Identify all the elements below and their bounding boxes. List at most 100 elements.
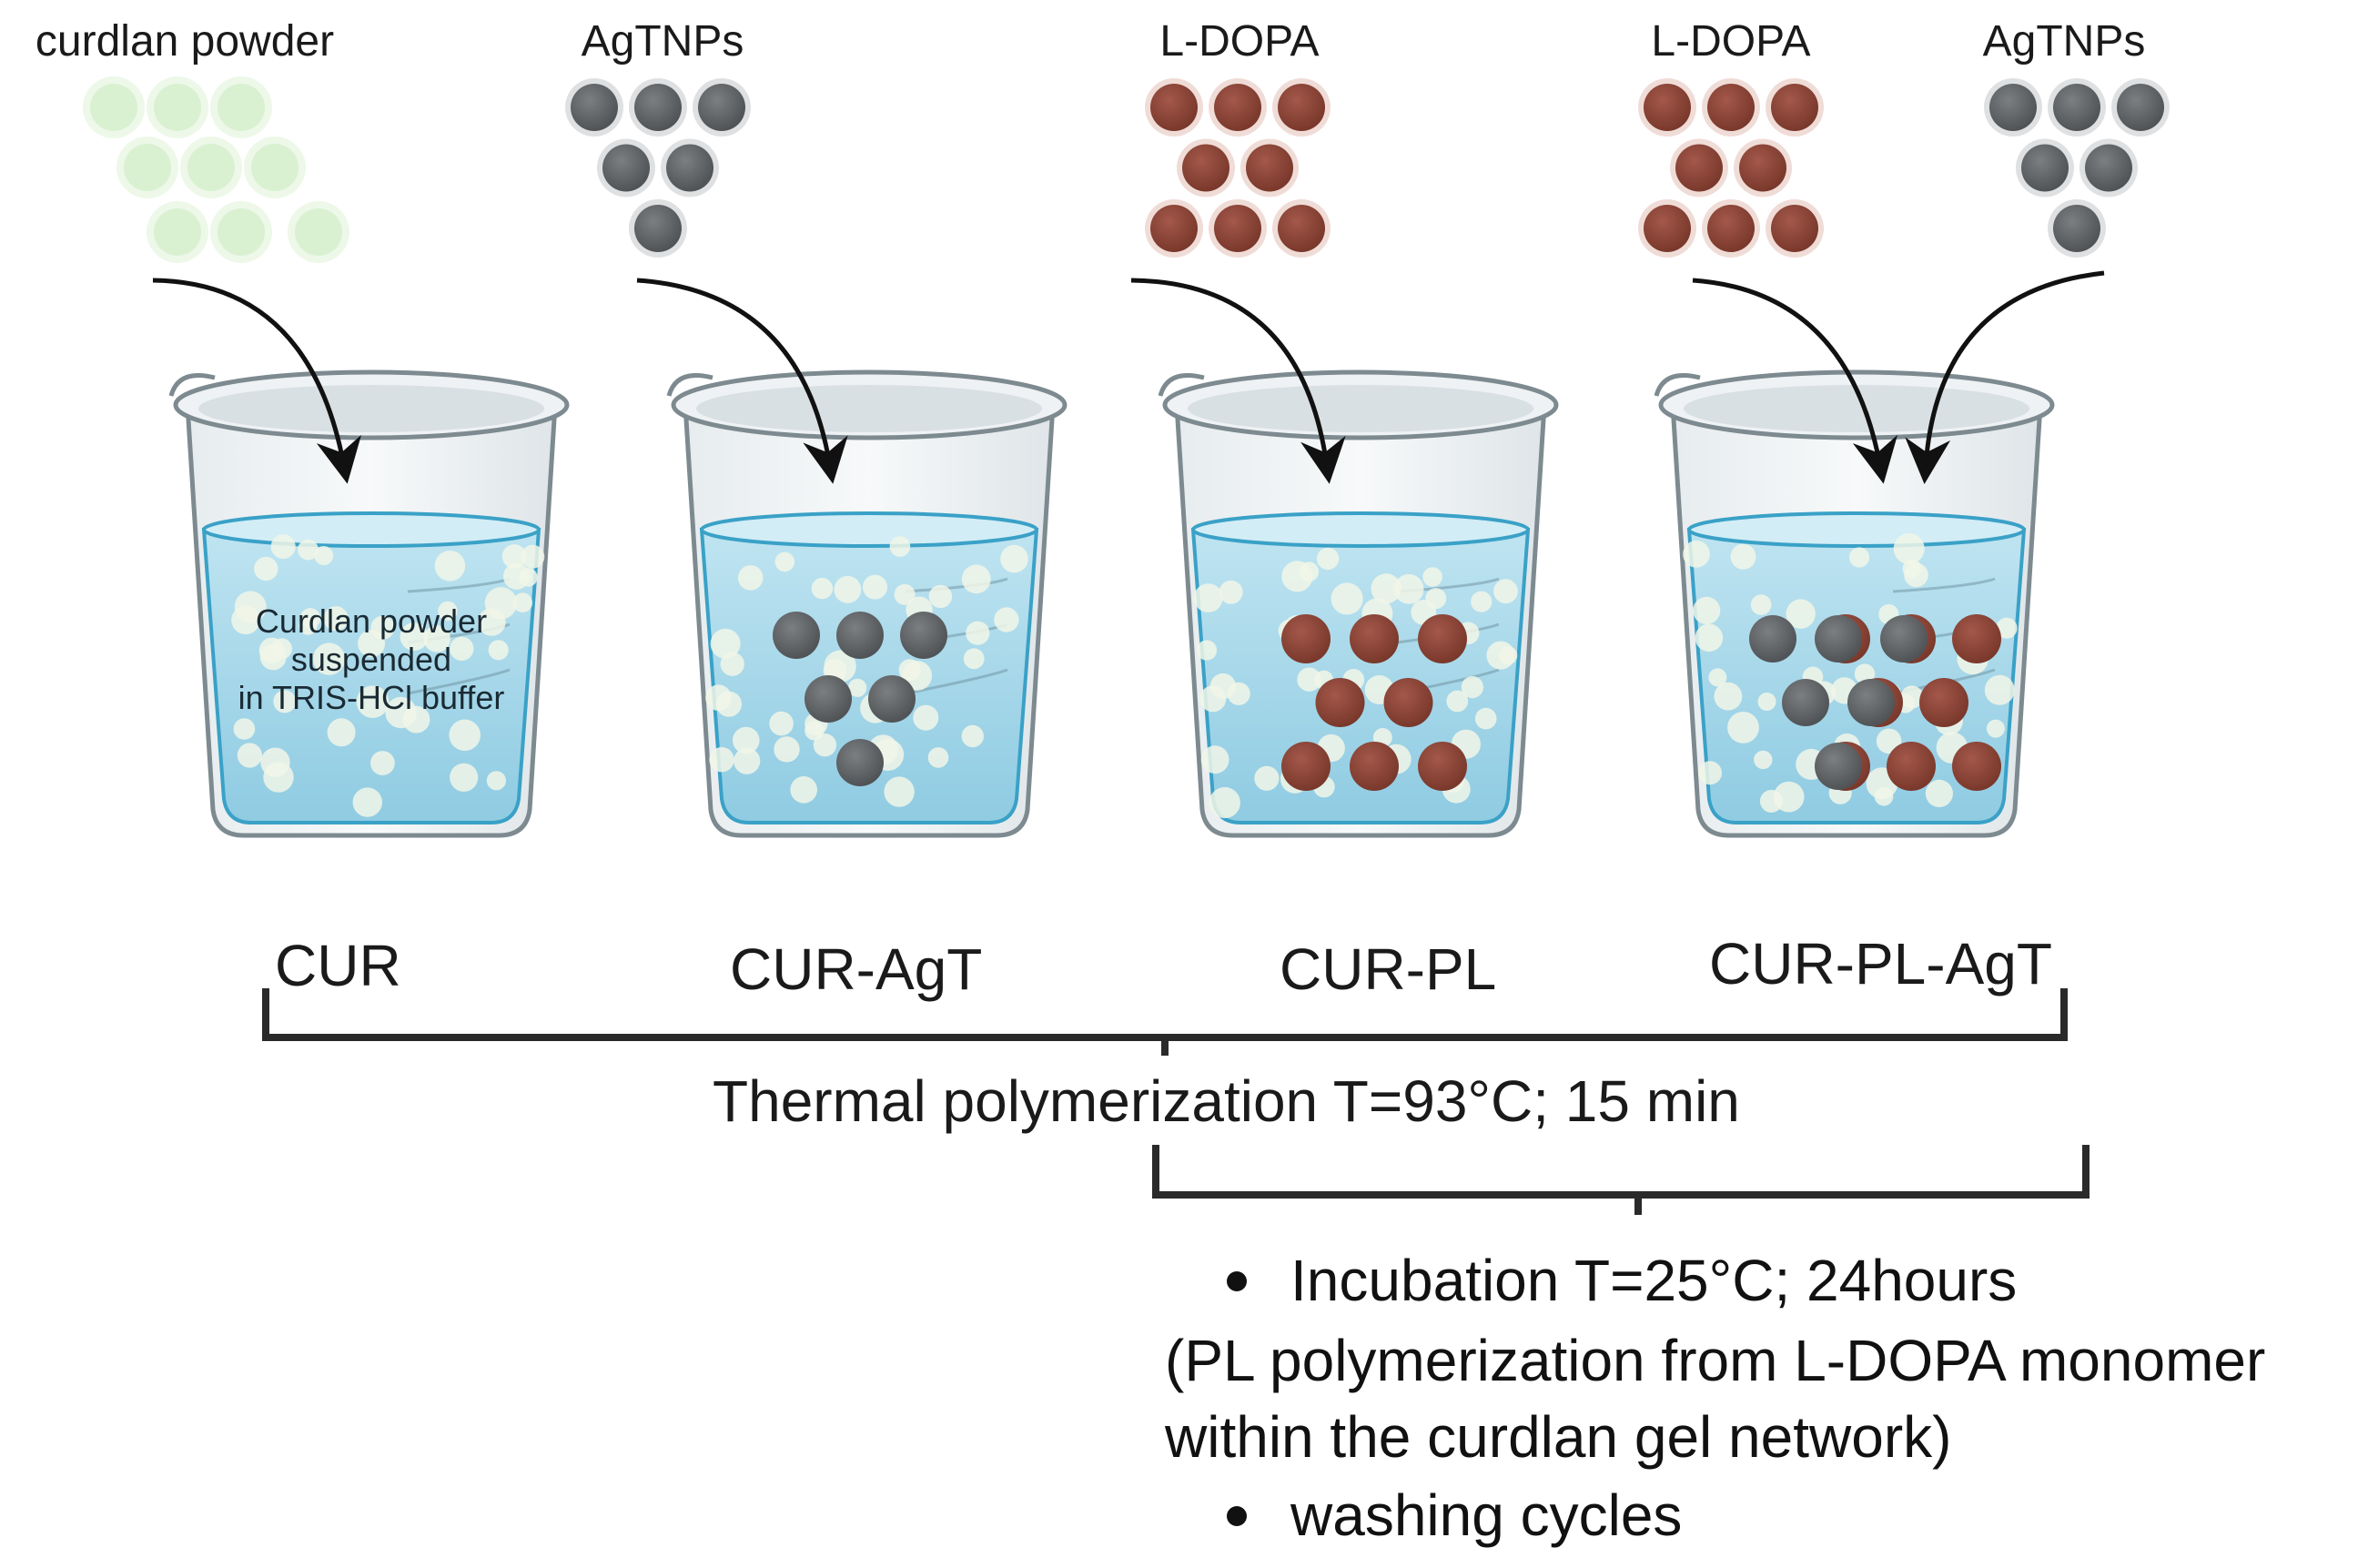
suspended-particle <box>1786 599 1816 629</box>
suspended-particle <box>1695 623 1724 652</box>
suspended-particle <box>488 640 509 661</box>
suspended-particle <box>486 771 507 791</box>
agtnp-particle <box>666 144 713 192</box>
suspended-particle <box>1754 750 1773 770</box>
addition-arrow <box>152 278 362 484</box>
suspended-particle <box>889 536 911 557</box>
label-ldopa: L-DOPA <box>1159 17 1320 66</box>
addition-arrows <box>152 270 2105 484</box>
water-surface <box>1687 511 2026 548</box>
beaker-rim-inner <box>1684 385 2029 432</box>
agtnp-particle <box>900 612 947 659</box>
addition-arrow <box>1130 278 1346 484</box>
bracket-thermal <box>262 988 2068 1056</box>
beaker-cur <box>168 369 570 838</box>
suspended-particle <box>1984 674 2015 705</box>
bracket-incubation <box>1152 1145 2090 1215</box>
suspended-particle <box>1902 559 1922 579</box>
suspended-particle <box>1393 573 1424 604</box>
suspended-particle <box>811 577 834 600</box>
suspended-particle <box>834 575 862 603</box>
suspended-particle <box>434 551 466 582</box>
agtnp-particle <box>1880 615 1928 663</box>
process-brackets <box>262 988 2090 1215</box>
suspended-particle <box>503 562 531 590</box>
suspended-particle <box>450 763 479 792</box>
beaker-rim-inner <box>696 385 1042 432</box>
ldopa-particle <box>1246 144 1293 192</box>
ldopa-particle-group-2 <box>1638 78 1824 258</box>
incubation-text: Incubation T=25°C; 24hours <box>1290 1248 2018 1313</box>
suspended-particle <box>512 592 533 612</box>
suspended-particle <box>1874 786 1894 806</box>
incubation-note-line-1: (PL polymerization from L-DOPA monomer <box>1165 1328 2266 1393</box>
suspended-particle <box>1331 582 1363 615</box>
ldopa-particle-group <box>1145 78 1331 258</box>
beaker-water <box>201 528 541 824</box>
agtnp-particle <box>698 84 745 131</box>
beaker-description: Curdlan powder suspended in TRIS-HCl buf… <box>238 602 505 717</box>
suspended-particle <box>299 608 321 629</box>
suspended-particle <box>734 747 761 774</box>
suspended-particle <box>1773 781 1805 813</box>
ldopa-particle <box>1350 742 1399 791</box>
washing-text: washing cycles <box>1290 1482 1683 1548</box>
suspended-particle <box>1209 673 1236 700</box>
suspended-particle <box>1498 646 1518 665</box>
suspended-particle <box>402 705 430 733</box>
ldopa-particle <box>1644 205 1691 252</box>
suspended-particle <box>774 736 800 763</box>
suspended-particle <box>478 608 506 636</box>
suspended-particle <box>271 638 292 660</box>
suspended-particle <box>1200 745 1229 774</box>
ldopa-particle <box>1150 84 1198 131</box>
sample-label-cur-pl: CUR-PL <box>1280 936 1497 1002</box>
ldopa-particle <box>1214 84 1261 131</box>
agtnps-particle-group-2 <box>1984 78 2170 258</box>
suspended-particle <box>769 711 794 736</box>
step-thermal-polymerization: Thermal polymerization T=93°C; 15 min <box>713 1068 1740 1134</box>
suspended-particle <box>298 539 319 561</box>
graduation-mark <box>1892 577 1996 593</box>
agtnp-particle <box>2021 144 2069 192</box>
ldopa-particle <box>1315 678 1365 727</box>
suspended-particle <box>237 743 262 768</box>
water-surface <box>700 511 1038 548</box>
beaker-cur-pl-agt <box>1654 369 2055 838</box>
ldopa-particle <box>1644 84 1691 131</box>
ldopa-particle <box>1418 614 1467 663</box>
suspended-particle <box>961 724 985 748</box>
suspended-particle <box>1297 667 1321 692</box>
ldopa-particle <box>1707 205 1755 252</box>
incubation-note-line-2: within the curdlan gel network) <box>1165 1404 1952 1470</box>
suspended-particle <box>260 747 290 777</box>
ldopa-particle <box>1952 614 2001 663</box>
ldopa-particle <box>1182 144 1229 192</box>
ldopa-particle <box>1707 84 1755 131</box>
agtnp-particle <box>2117 84 2164 131</box>
suspended-particle <box>1209 786 1240 819</box>
suspended-particle <box>1196 640 1218 661</box>
suspended-particle <box>1474 707 1497 730</box>
step-incubation: Incubation T=25°C; 24hours <box>1227 1247 2017 1314</box>
agtnp-particle <box>2053 205 2100 252</box>
suspended-particle <box>705 684 732 711</box>
suspended-particle <box>370 751 395 775</box>
suspended-particle <box>1371 573 1402 604</box>
beaker-spout <box>1654 373 1701 397</box>
suspended-particle <box>894 583 916 605</box>
curdlan-particle-core <box>124 144 171 191</box>
ldopa-particle <box>1281 742 1331 791</box>
suspended-particle <box>1727 712 1759 744</box>
suspended-particle <box>1757 693 1776 711</box>
suspended-particle <box>1996 617 2018 639</box>
step-washing: washing cycles <box>1227 1482 1682 1549</box>
suspended-particle <box>352 787 382 817</box>
suspended-particle <box>1925 779 1953 808</box>
suspended-particle <box>1193 583 1223 612</box>
ldopa-particle <box>1278 205 1325 252</box>
suspended-particle <box>966 621 990 645</box>
suspended-particle <box>790 776 817 804</box>
beaker-spout <box>168 373 216 397</box>
suspended-particle <box>273 690 297 713</box>
